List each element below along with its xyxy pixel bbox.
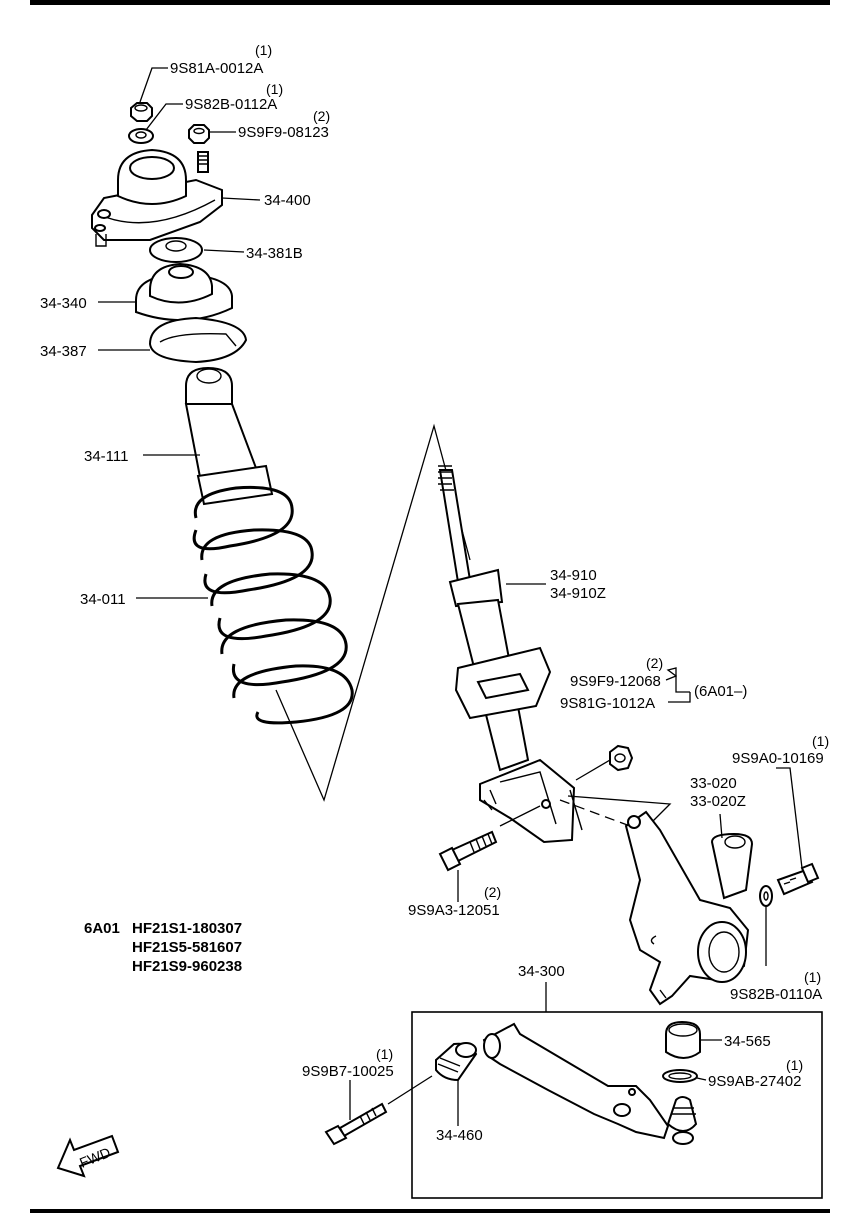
label-34-300: 34-300 bbox=[518, 963, 565, 980]
label-9s9b7-10025: 9S9B7-10025 bbox=[302, 1063, 394, 1080]
qty-9s9f9-12068: (2) bbox=[646, 655, 663, 671]
label-34-011: 34-011 bbox=[80, 591, 126, 608]
qty-9s9a0: (1) bbox=[812, 733, 829, 749]
label-33-020: 33-020 bbox=[690, 775, 737, 792]
serial-line-1: HF21S1-180307 bbox=[132, 920, 242, 937]
washer-9s82b-0110a[interactable] bbox=[759, 885, 773, 907]
ball-joint-stud[interactable] bbox=[666, 1096, 698, 1145]
label-9s81a-0012a: 9S81A-0012A bbox=[170, 60, 263, 77]
label-34-111: 34-111 bbox=[84, 448, 128, 465]
coil-spring-34-011[interactable] bbox=[192, 485, 354, 725]
qty-9s9ab: (1) bbox=[786, 1057, 803, 1073]
label-9s9f9-08123: 9S9F9-08123 bbox=[238, 124, 329, 141]
qty-9s9a3: (2) bbox=[484, 884, 501, 900]
label-9s9ab-27402: 9S9AB-27402 bbox=[708, 1073, 801, 1090]
ball-joint-boot-34-565[interactable] bbox=[665, 1020, 701, 1059]
bushing-34-460[interactable] bbox=[435, 1042, 478, 1082]
label-9s9f9-12068: 9S9F9-12068 bbox=[570, 673, 661, 690]
nut-9s81a[interactable] bbox=[130, 102, 153, 122]
qty-9s9f9-08123: (2) bbox=[313, 108, 330, 124]
label-34-565: 34-565 bbox=[724, 1033, 771, 1050]
serial-code: 6A01 bbox=[84, 920, 120, 937]
label-9s9a0-10169: 9S9A0-10169 bbox=[732, 750, 824, 767]
label-9s81g-1012a: 9S81G-1012A bbox=[560, 695, 655, 712]
qty-9s82b-bot: (1) bbox=[804, 969, 821, 985]
part-labels: (1) 9S81A-0012A (1) 9S82B-0112A (2) 9S9F… bbox=[40, 42, 829, 1144]
label-9s9a3-12051: 9S9A3-12051 bbox=[408, 902, 500, 919]
nut-9s81g-1012a[interactable] bbox=[609, 744, 634, 772]
washer-9s82b-top[interactable] bbox=[128, 128, 154, 144]
steering-knuckle-33-020[interactable] bbox=[624, 810, 754, 1006]
fwd-arrow-icon bbox=[56, 1134, 120, 1178]
snap-ring-9s9ab-27402[interactable] bbox=[662, 1069, 698, 1083]
serial-line-3: HF21S9-960238 bbox=[132, 958, 242, 975]
label-34-381b: 34-381B bbox=[246, 245, 303, 262]
bottom-border bbox=[30, 1209, 830, 1213]
bolt-9s9a3-12051[interactable] bbox=[438, 830, 498, 872]
qty-9s9b7: (1) bbox=[376, 1046, 393, 1062]
lower-arm-box bbox=[411, 1011, 823, 1199]
spring-seat-rubber-34-387[interactable] bbox=[148, 316, 248, 364]
leader-nut-to-strut bbox=[575, 759, 611, 781]
leader-bolt-to-bushing bbox=[387, 1075, 433, 1105]
zigzag-guide-line bbox=[275, 423, 471, 802]
dust-boot-34-111[interactable] bbox=[184, 366, 274, 506]
top-border bbox=[30, 0, 830, 5]
label-34-400: 34-400 bbox=[264, 192, 311, 209]
label-34-387: 34-387 bbox=[40, 343, 87, 360]
nut-9s9f9-08123[interactable] bbox=[188, 124, 210, 144]
label-34-910: 34-910 bbox=[550, 567, 597, 584]
strut-shock-absorber-34-910[interactable] bbox=[438, 465, 583, 844]
label-34-910z: 34-910Z bbox=[550, 585, 606, 602]
leader-strut-to-knuckle bbox=[567, 795, 672, 823]
label-9s82b-0110a: 9S82B-0110A bbox=[730, 986, 822, 1003]
qty-9s82b-top: (1) bbox=[266, 81, 283, 97]
label-9s82b-0112a: 9S82B-0112A bbox=[185, 96, 277, 113]
bearing-34-381b[interactable] bbox=[149, 237, 203, 263]
label-34-460: 34-460 bbox=[436, 1127, 483, 1144]
dashed-bolt-path bbox=[559, 799, 631, 827]
qty-9s81a: (1) bbox=[255, 42, 272, 58]
serial-line-2: HF21S5-581607 bbox=[132, 939, 242, 956]
label-34-340: 34-340 bbox=[40, 295, 87, 312]
bolt-9s9a0-10169[interactable] bbox=[776, 862, 820, 896]
strut-mount-34-400[interactable] bbox=[91, 148, 223, 247]
leader-bolt-to-strut bbox=[499, 805, 541, 827]
label-33-020z: 33-020Z bbox=[690, 793, 746, 810]
bolt-9s9b7-10025[interactable] bbox=[324, 1102, 388, 1146]
leader-lines bbox=[98, 67, 803, 1126]
label-6a01-note: (6A01–) bbox=[694, 683, 747, 700]
serial-number-block: 6A01 HF21S1-180307 HF21S5-581607 HF21S9-… bbox=[84, 920, 242, 975]
upper-spring-seat-34-340[interactable] bbox=[135, 262, 233, 322]
lower-arm-34-300[interactable] bbox=[482, 1022, 670, 1140]
